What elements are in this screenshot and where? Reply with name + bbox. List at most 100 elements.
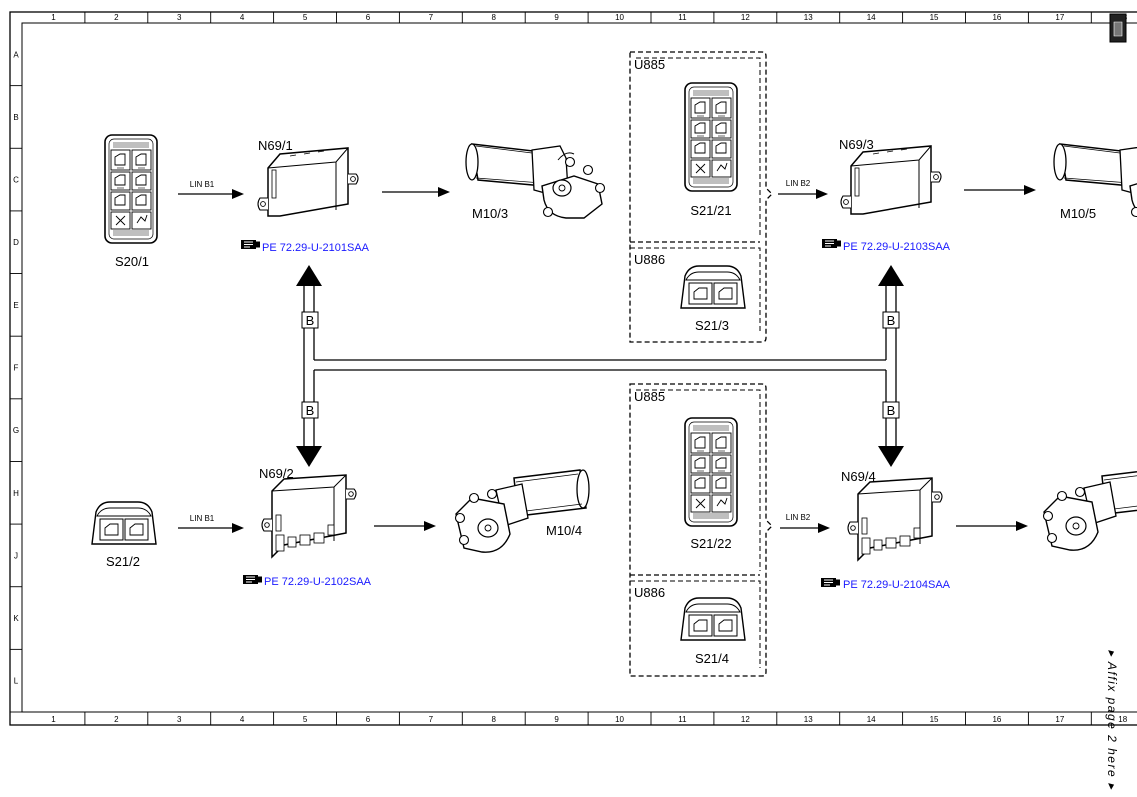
- side-note-text: Affix page 2 here: [1105, 661, 1119, 778]
- window-motor-partial: [1042, 467, 1137, 551]
- row-label: B: [13, 113, 18, 122]
- option-group-border: [629, 383, 773, 677]
- column-label: 17: [1055, 715, 1064, 724]
- reference-link-2101[interactable]: PE 72.29-U-2101SAA: [262, 242, 370, 254]
- arrow-right-icon: [424, 521, 436, 531]
- arrow-right-icon: [1016, 521, 1028, 531]
- column-label: 16: [992, 715, 1001, 724]
- column-label: 4: [240, 13, 245, 22]
- reference-hand-icon: [240, 239, 261, 250]
- column-label: 5: [303, 13, 308, 22]
- reference-link-2103[interactable]: PE 72.29-U-2103SAA: [843, 241, 951, 253]
- reference-link-2104[interactable]: PE 72.29-U-2104SAA: [843, 579, 951, 591]
- switch-panel-s20-1: [104, 134, 158, 244]
- row-label: E: [13, 301, 18, 310]
- arrow-right-icon: [818, 523, 830, 533]
- column-label: 9: [554, 13, 559, 22]
- option-group-border: [629, 51, 773, 343]
- control-module-n69-2: [261, 474, 357, 558]
- label-n69-1: N69/1: [258, 138, 293, 153]
- row-label: J: [14, 551, 18, 560]
- label-m10-5: M10/5: [1060, 206, 1096, 221]
- column-label: 18: [1118, 715, 1127, 724]
- column-label: 17: [1055, 13, 1064, 22]
- reference-hand-icon: [820, 577, 841, 588]
- sheet-border: [9, 11, 1137, 726]
- column-label: 15: [930, 715, 939, 724]
- column-label: 15: [930, 13, 939, 22]
- lin-label: LIN B2: [786, 513, 811, 522]
- arrow-up-icon: [878, 265, 904, 286]
- bus-label: B: [882, 311, 900, 329]
- door-switch-s21-2: [91, 501, 157, 545]
- arrow-right-icon: [232, 189, 244, 199]
- reference-link-2102[interactable]: PE 72.29-U-2102SAA: [264, 576, 372, 588]
- row-label: G: [13, 426, 19, 435]
- column-label: 10: [615, 715, 624, 724]
- arrow-down-icon: [296, 446, 322, 467]
- lin-label: LIN B1: [190, 514, 215, 523]
- bus-label: B: [301, 401, 319, 419]
- column-label: 16: [992, 13, 1001, 22]
- arrow-down-icon: [878, 446, 904, 467]
- bus-label: B: [301, 311, 319, 329]
- label-u886: U886: [634, 252, 665, 267]
- window-motor-m10-4: [454, 469, 590, 553]
- column-label: 2: [114, 13, 119, 22]
- column-label: 13: [804, 13, 813, 22]
- row-label: L: [14, 677, 19, 686]
- drawing-area-border: [21, 22, 1137, 713]
- column-label: 5: [303, 715, 308, 724]
- door-switch-s21-4: [680, 597, 746, 641]
- column-label: 14: [867, 13, 876, 22]
- page-corner-icon: [1109, 13, 1127, 43]
- top-circuit: S20/1 LIN B1 N69/1 PE 72.29-U-2101SAA M1…: [104, 51, 1137, 343]
- row-label: H: [13, 489, 19, 498]
- column-label: 11: [678, 715, 687, 724]
- arrow-right-icon: [1024, 185, 1036, 195]
- column-label: 8: [492, 13, 497, 22]
- column-label: 12: [741, 13, 750, 22]
- column-label: 7: [429, 715, 434, 724]
- column-label: 4: [240, 715, 245, 724]
- label-s20-1: S20/1: [115, 254, 149, 269]
- b-bus: B B B B: [296, 265, 904, 467]
- column-label: 2: [114, 715, 119, 724]
- svg-text:B: B: [306, 403, 315, 418]
- switch-panel-s21-22: [684, 417, 738, 527]
- grid-ruler: [10, 12, 1092, 725]
- column-label: 3: [177, 13, 182, 22]
- label-u886: U886: [634, 585, 665, 600]
- row-label: D: [13, 238, 19, 247]
- column-label: 1: [51, 715, 56, 724]
- control-module-n69-4: [847, 477, 943, 561]
- label-m10-3: M10/3: [472, 206, 508, 221]
- column-label: 6: [366, 715, 371, 724]
- lin-label: LIN B2: [786, 179, 811, 188]
- label-s21-21: S21/21: [690, 203, 731, 218]
- label-m10-4: M10/4: [546, 523, 582, 538]
- bottom-circuit: S21/2 LIN B1 N69/2 PE 72.29-U-2102SAA M1…: [91, 383, 1137, 677]
- control-module-n69-1: [257, 147, 359, 217]
- column-label: 7: [429, 13, 434, 22]
- row-label: K: [13, 614, 19, 623]
- label-n69-3: N69/3: [839, 137, 874, 152]
- row-label: F: [14, 364, 19, 373]
- label-s21-2: S21/2: [106, 554, 140, 569]
- reference-hand-icon: [242, 574, 263, 585]
- switch-panel-s21-21: [684, 82, 738, 192]
- row-label: C: [13, 176, 19, 185]
- label-n69-2: N69/2: [259, 466, 294, 481]
- lin-label: LIN B1: [190, 180, 215, 189]
- column-label: 3: [177, 715, 182, 724]
- label-u885: U885: [634, 389, 665, 404]
- column-label: 8: [492, 715, 497, 724]
- arrow-right-icon: [816, 189, 828, 199]
- reference-hand-icon: [821, 238, 842, 249]
- column-label: 1: [51, 13, 56, 22]
- label-s21-22: S21/22: [690, 536, 731, 551]
- label-s21-4: S21/4: [695, 651, 729, 666]
- column-label: 13: [804, 715, 813, 724]
- label-u885: U885: [634, 57, 665, 72]
